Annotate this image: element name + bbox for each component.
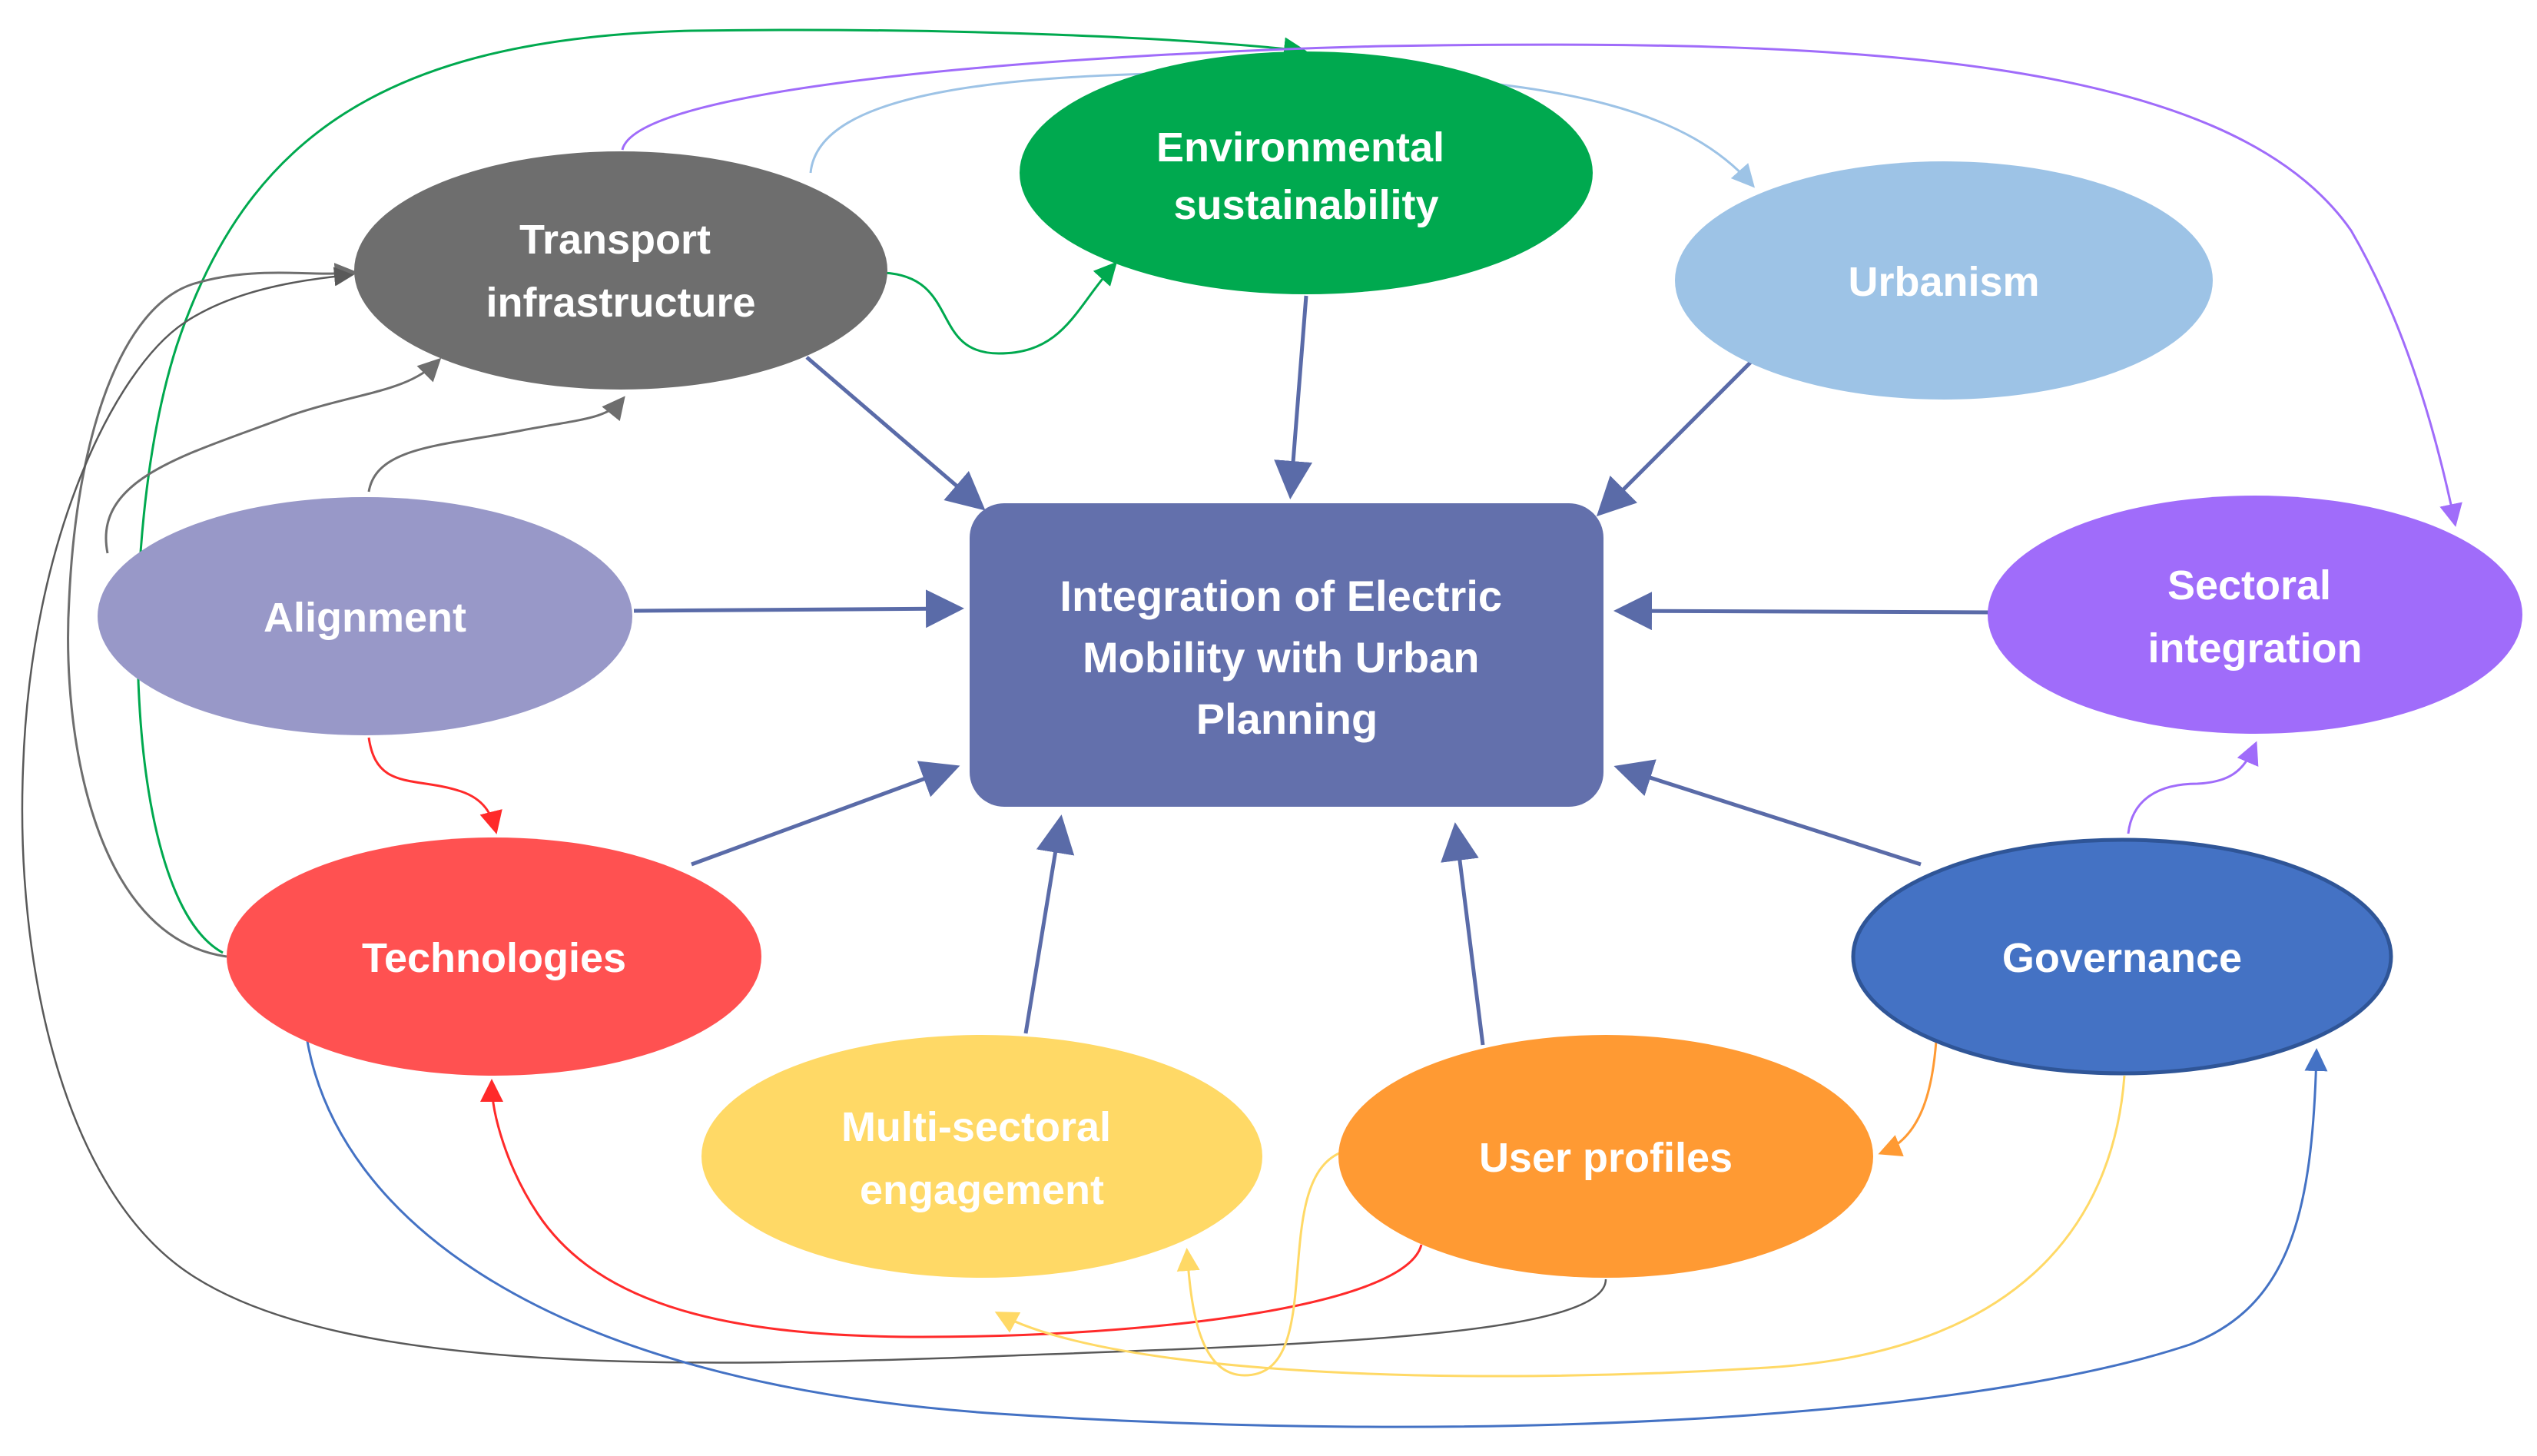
secondary-connectors xyxy=(21,28,2462,1428)
node-shape xyxy=(1675,161,2213,400)
connector-alignment-to-technologies xyxy=(367,737,502,834)
arrow-userprofiles-to-center xyxy=(1441,822,1485,1046)
node-shape xyxy=(1851,837,2393,1076)
node-multi-sectoral-engagement[interactable]: Multi-sectoral engagement xyxy=(701,1035,1262,1278)
connector-userprofiles-to-multisectoral xyxy=(1176,1151,1341,1377)
arrow-sectoral-to-center xyxy=(1613,592,1991,631)
node-shape xyxy=(1988,496,2522,734)
node-alignment[interactable]: Alignment xyxy=(98,497,632,735)
node-shape xyxy=(354,151,887,390)
node-label-line-1: Environmental xyxy=(1156,124,1444,171)
node-label-line-1: Multi-sectoral xyxy=(841,1104,1111,1150)
node-shape xyxy=(1338,1035,1873,1278)
node-technologies[interactable]: Technologies xyxy=(227,837,761,1076)
center-label-line-2: Mobility with Urban xyxy=(1083,633,1479,682)
node-label-line-1: Alignment xyxy=(264,595,466,641)
center-label-line-3: Planning xyxy=(1196,695,1378,743)
connector-userprofiles-to-technologies xyxy=(480,1079,1423,1338)
connector-governance-to-sectoral xyxy=(2127,741,2259,834)
node-label-line-1: Transport xyxy=(519,217,711,263)
main-connectors xyxy=(633,295,1991,1046)
node-sectoral-integration[interactable]: Sectoral integration xyxy=(1988,496,2522,734)
node-label-line-1: Urbanism xyxy=(1848,259,2039,305)
node-label-line-1: Technologies xyxy=(362,935,626,981)
node-label-line-2: engagement xyxy=(860,1167,1104,1213)
node-label-line-1: Governance xyxy=(2002,935,2242,981)
arrow-multisectoral-to-center xyxy=(1023,814,1075,1034)
connector-transport-to-sectoral xyxy=(621,43,2462,527)
connector-alignment-to-transport xyxy=(367,396,625,493)
node-environmental-sustainability[interactable]: Environmental sustainability xyxy=(1020,51,1593,294)
node-label-line-2: infrastructure xyxy=(486,280,755,326)
connector-alignment-to-transport-inner xyxy=(104,357,442,554)
node-shape xyxy=(701,1035,1262,1278)
node-label-line-2: integration xyxy=(2148,625,2363,672)
arrow-transport-to-center xyxy=(805,356,986,511)
connector-userprofiles-to-transport xyxy=(21,267,1607,1364)
node-label-line-1: User profiles xyxy=(1479,1135,1733,1181)
node-user-profiles[interactable]: User profiles xyxy=(1338,1035,1873,1278)
node-transport-infrastructure[interactable]: Transport infrastructure xyxy=(354,151,887,390)
svg-text:Technologies: Technologies xyxy=(362,935,626,981)
svg-text:Environmental sustainabi: Environmental sustainability xyxy=(1156,124,1456,228)
svg-text:User profiles: User profiles xyxy=(1479,1135,1733,1181)
svg-text:Governance: Governance xyxy=(2002,935,2242,981)
connector-governance-to-userprofiles xyxy=(1878,1040,1938,1156)
arrow-governance-to-center xyxy=(1613,759,1922,867)
center-box xyxy=(970,503,1603,807)
arrow-alignment-to-center xyxy=(633,589,964,629)
svg-text:Integration of Electric: Integration of Electric Mobility with Ur… xyxy=(1060,572,1514,743)
svg-text:Alignment: Alignment xyxy=(264,595,466,641)
connector-technologies-to-governance xyxy=(306,1040,2328,1428)
node-label-line-2: sustainability xyxy=(1173,182,1438,228)
arrow-urbanism-to-center xyxy=(1596,360,1753,517)
center-node[interactable]: Integration of Electric Mobility with Ur… xyxy=(970,503,1603,807)
node-shape xyxy=(98,497,632,735)
node-label-line-1: Sectoral xyxy=(2167,562,2331,609)
svg-text:Multi-sectoral engagemen: Multi-sectoral engagement xyxy=(841,1104,1123,1213)
connector-transport-to-environmental xyxy=(883,261,1118,355)
node-urbanism[interactable]: Urbanism xyxy=(1675,161,2213,400)
node-shape xyxy=(1020,51,1593,294)
center-label-line-1: Integration of Electric xyxy=(1060,572,1502,620)
svg-text:Urbanism: Urbanism xyxy=(1848,259,2039,305)
arrow-environmental-to-center xyxy=(1274,295,1313,499)
svg-text:Sectoral integration: Sectoral integration xyxy=(2148,562,2363,672)
arrow-technologies-to-center xyxy=(691,761,960,867)
node-governance[interactable]: Governance xyxy=(1851,837,2393,1076)
connector-technologies-to-environmental xyxy=(136,28,1307,954)
svg-text:Transport infrastructure: Transport infrastructure xyxy=(486,217,755,326)
connector-governance-to-multisectoral xyxy=(994,1075,2126,1378)
node-shape xyxy=(227,837,761,1076)
